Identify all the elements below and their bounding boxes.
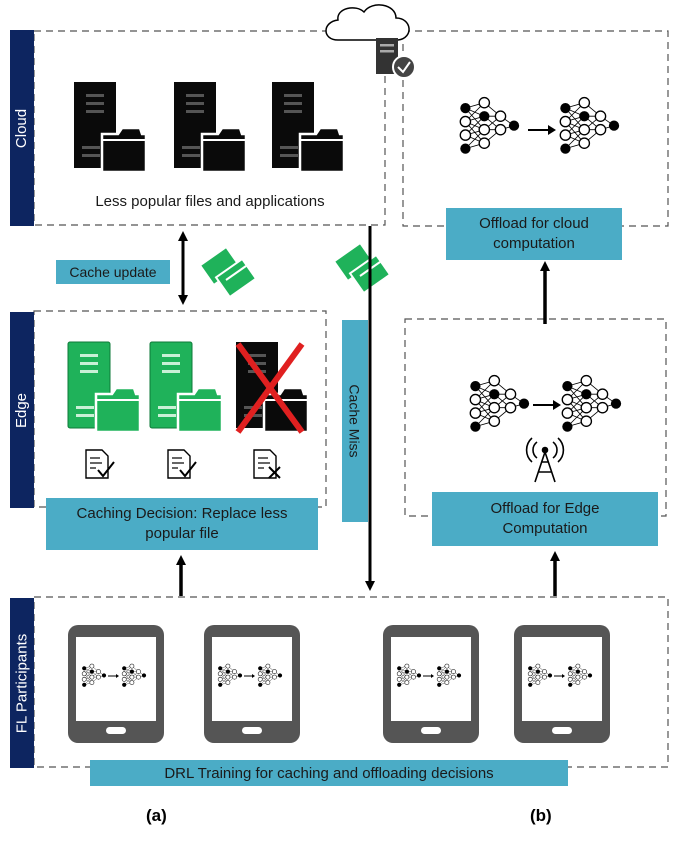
document-check-icon [167,449,197,479]
server-icon [72,80,148,174]
cloud-box [33,30,386,226]
cloud-icon [325,4,416,79]
cache-update-label: Cache update [56,260,170,284]
cloud-section-bar: Cloud [10,30,34,226]
neural-network-icon [459,96,520,155]
edge-section-bar: Edge [10,312,34,508]
tablet-icon [204,625,300,743]
cache-miss-bar: Cache Miss [342,320,368,522]
caption-b: (b) [530,806,552,825]
server-icon [66,340,142,434]
tablet-icon [383,625,479,743]
offload-edge-label: Offload for Edge Computation [432,492,658,546]
caption-a: (a) [146,806,167,825]
edge-box [33,310,327,508]
neural-network-icon [559,96,620,155]
cache-file-icon [333,241,391,295]
document-cross-icon [253,449,281,479]
cloud-computation-box [402,30,669,227]
edge-section-label: Edge [13,392,31,428]
cache-file-icon [199,245,257,299]
caching-decision-label: Caching Decision: Replace less popular f… [46,498,318,550]
neural-network-icon [561,374,622,433]
edge-computation-box [404,318,667,517]
server-icon [270,80,346,174]
fl-participants-section-label: FL Participants [13,633,31,733]
tablet-icon [514,625,610,743]
cloud-files-label: Less popular files and applications [95,192,325,210]
red-cross-icon [235,342,305,434]
drl-training-label: DRL Training for caching and offloading … [90,760,568,786]
tablet-icon [68,625,164,743]
cache-miss-label: Cache Miss [347,384,364,458]
antenna-tower-icon [525,437,565,483]
cloud-section-label: Cloud [13,108,31,148]
offload-cloud-label: Offload for cloud computation [446,208,622,260]
fl-participants-section-bar: FL Participants [10,598,34,768]
neural-network-icon [469,374,530,433]
document-check-icon [85,449,115,479]
server-icon [172,80,248,174]
server-icon [148,340,224,434]
